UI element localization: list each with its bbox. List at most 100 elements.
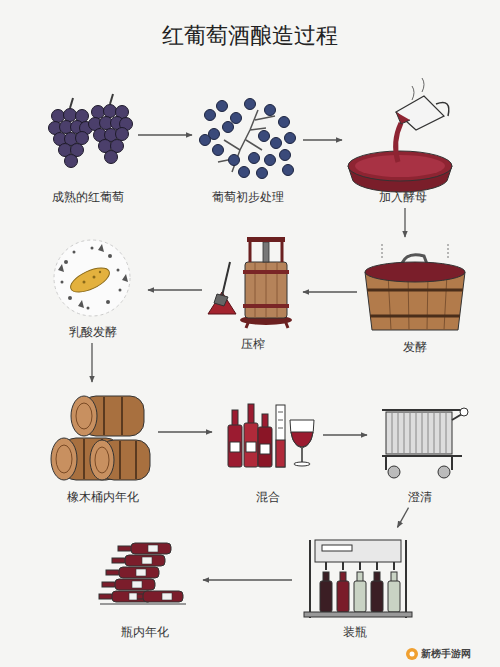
blending-bottles [228, 404, 314, 467]
destemmed-grapes [213, 145, 224, 156]
bottling-machine [354, 581, 366, 612]
blending-bottles [276, 440, 285, 467]
bacteria-cloud [58, 244, 128, 310]
destemmed-grapes [279, 117, 290, 128]
oak-barrels [51, 396, 150, 480]
bacteria-cloud [64, 260, 68, 264]
flow-arrow [303, 291, 357, 292]
destemmed-grapes [200, 99, 296, 179]
destemmed-grapes [265, 155, 276, 166]
wine-press [243, 270, 289, 274]
bottle-stack [100, 603, 186, 605]
wine-press [243, 304, 289, 308]
flow-arrow [404, 208, 405, 237]
bottle-stack [148, 545, 158, 552]
oak-barrels [104, 397, 122, 435]
process-step: 葡萄初步处理 [195, 95, 300, 205]
blending-bottles [278, 412, 283, 428]
process-step: 压榨 [205, 232, 300, 352]
process-step: 混合 [215, 400, 320, 505]
destemmed-grapes [218, 110, 275, 172]
flow-arrow [158, 431, 212, 432]
destemmed-grapes [283, 165, 294, 176]
destemmed-grapes [200, 135, 211, 146]
bottle-stack [136, 569, 146, 576]
filter-press [388, 466, 400, 478]
bottling-machine [322, 545, 352, 551]
watermark-icon [406, 648, 418, 660]
oak-barrels [120, 441, 136, 479]
grape-bunch [49, 94, 133, 168]
bottle-stack [102, 582, 116, 587]
destemmed-grapes [205, 110, 216, 121]
destemmed-grapes [285, 133, 296, 144]
blending-bottles [276, 405, 285, 467]
step-label: 乳酸发酵 [67, 324, 119, 340]
flow-arrow [303, 139, 342, 140]
process-step: 发酵 [360, 240, 470, 355]
step-label: 葡萄初步处理 [210, 189, 286, 205]
step-label: 混合 [254, 489, 282, 505]
yeast-pan [348, 151, 452, 181]
fermentation-vat [382, 244, 448, 260]
bacteria-cloud [61, 281, 64, 284]
bacteria-cloud [67, 263, 113, 297]
bacteria-cloud [99, 271, 101, 273]
blending-bottles [258, 427, 272, 467]
bottling-machine [304, 540, 412, 618]
destemmed-grapes [280, 150, 291, 161]
process-step: 乳酸发酵 [40, 236, 145, 340]
bottle-stack [106, 570, 120, 575]
step-label: 橡木桶内年化 [65, 489, 141, 505]
destemmed-grapes [271, 138, 282, 149]
filter-press [382, 410, 462, 456]
destemmed-grapes [229, 155, 240, 166]
bacteria-cloud [68, 296, 72, 300]
yeast-pan [355, 155, 445, 177]
destemmed-grapes [223, 122, 234, 133]
bottling-machine [388, 581, 400, 612]
blending-bottles [291, 432, 313, 447]
step-label: 瓶内年化 [119, 624, 171, 640]
process-step: 瓶内年化 [90, 535, 200, 640]
filter-press [392, 412, 446, 454]
wine-press [214, 294, 228, 306]
bacteria-cloud [54, 240, 130, 316]
bacteria-cloud [83, 281, 86, 284]
process-step: 澄清 [370, 400, 470, 505]
wine-press [247, 237, 285, 242]
bacteria-cloud [58, 244, 128, 308]
bacteria-cloud [73, 251, 76, 254]
bottle-stack [112, 558, 126, 563]
blending-bottles [232, 410, 238, 426]
wine-press [208, 292, 236, 314]
oak-barrels [51, 438, 77, 480]
bottle-stack [99, 543, 183, 602]
filter-press [382, 408, 468, 478]
wine-press [263, 242, 269, 262]
blending-bottles [290, 420, 314, 448]
process-step: 橡木桶内年化 [50, 385, 155, 505]
oak-barrels [95, 447, 109, 473]
destemmed-grapes [200, 99, 296, 179]
blending-bottles [230, 442, 240, 452]
step-label: 加入酵母 [377, 189, 429, 205]
yeast-pan [412, 78, 424, 100]
wine-press [222, 262, 230, 296]
bottling-machine [320, 581, 332, 612]
diagram-title: 红葡萄酒酿造过程 [0, 22, 500, 50]
destemmed-grapes [259, 131, 270, 142]
fermentation-vat [365, 262, 465, 282]
bottling-machine [371, 581, 383, 612]
process-step: 成熟的红葡萄 [40, 95, 135, 205]
bottling-machine [337, 581, 349, 612]
bottling-machine [326, 562, 394, 570]
bacteria-cloud [108, 254, 112, 258]
flow-arrow [91, 343, 92, 382]
process-step: 加入酵母 [345, 95, 460, 205]
yeast-pan [436, 103, 449, 117]
watermark-icon [406, 648, 418, 660]
bottle-stack [129, 593, 137, 600]
flow-arrow [323, 434, 367, 435]
wine-press [208, 237, 292, 328]
